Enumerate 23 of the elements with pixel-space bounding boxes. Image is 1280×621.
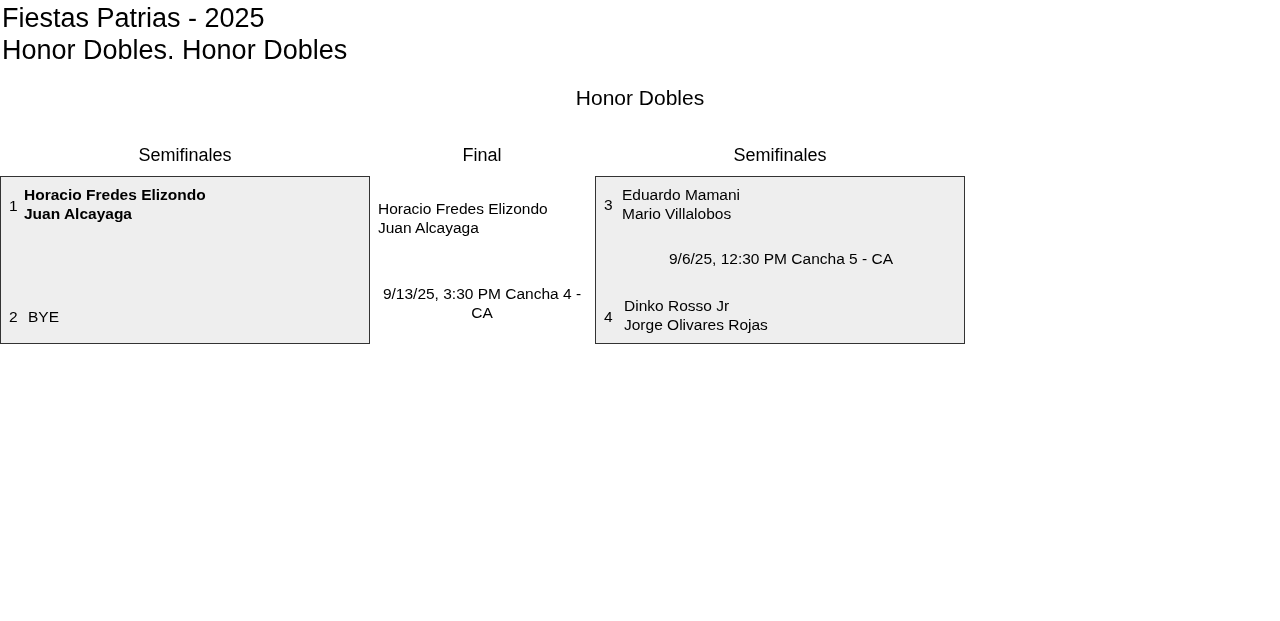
match-schedule: 9/13/25, 3:30 PM Cancha 4 - CA — [381, 284, 583, 323]
page-subtitle: Honor Dobles. Honor Dobles — [2, 34, 348, 67]
player-name: Jorge Olivares Rojas — [624, 315, 768, 335]
match-box — [595, 176, 965, 344]
match-box — [0, 176, 370, 344]
page-title: Fiestas Patrias - 2025 — [2, 2, 265, 35]
round-heading: Semifinales — [137, 144, 233, 167]
player-name: Eduardo Mamani — [622, 185, 741, 205]
player-name: Juan Alcayaga — [378, 218, 479, 238]
player-name: Mario Villalobos — [622, 204, 732, 224]
bye-entry: BYE — [28, 307, 59, 327]
seed-number: 3 — [604, 195, 613, 215]
player-name: Dinko Rosso Jr — [624, 296, 730, 316]
round-heading: Final — [461, 144, 503, 167]
bracket-heading: Honor Dobles — [575, 85, 705, 111]
player-name: Horacio Fredes Elizondo — [24, 185, 206, 205]
match-schedule: 9/6/25, 12:30 PM Cancha 5 - CA — [668, 249, 894, 269]
seed-number: 1 — [9, 196, 18, 216]
seed-number: 4 — [604, 307, 613, 327]
player-name: Horacio Fredes Elizondo — [378, 199, 548, 219]
round-heading: Semifinales — [732, 144, 828, 167]
player-name: Juan Alcayaga — [24, 204, 132, 224]
seed-number: 2 — [9, 307, 18, 327]
